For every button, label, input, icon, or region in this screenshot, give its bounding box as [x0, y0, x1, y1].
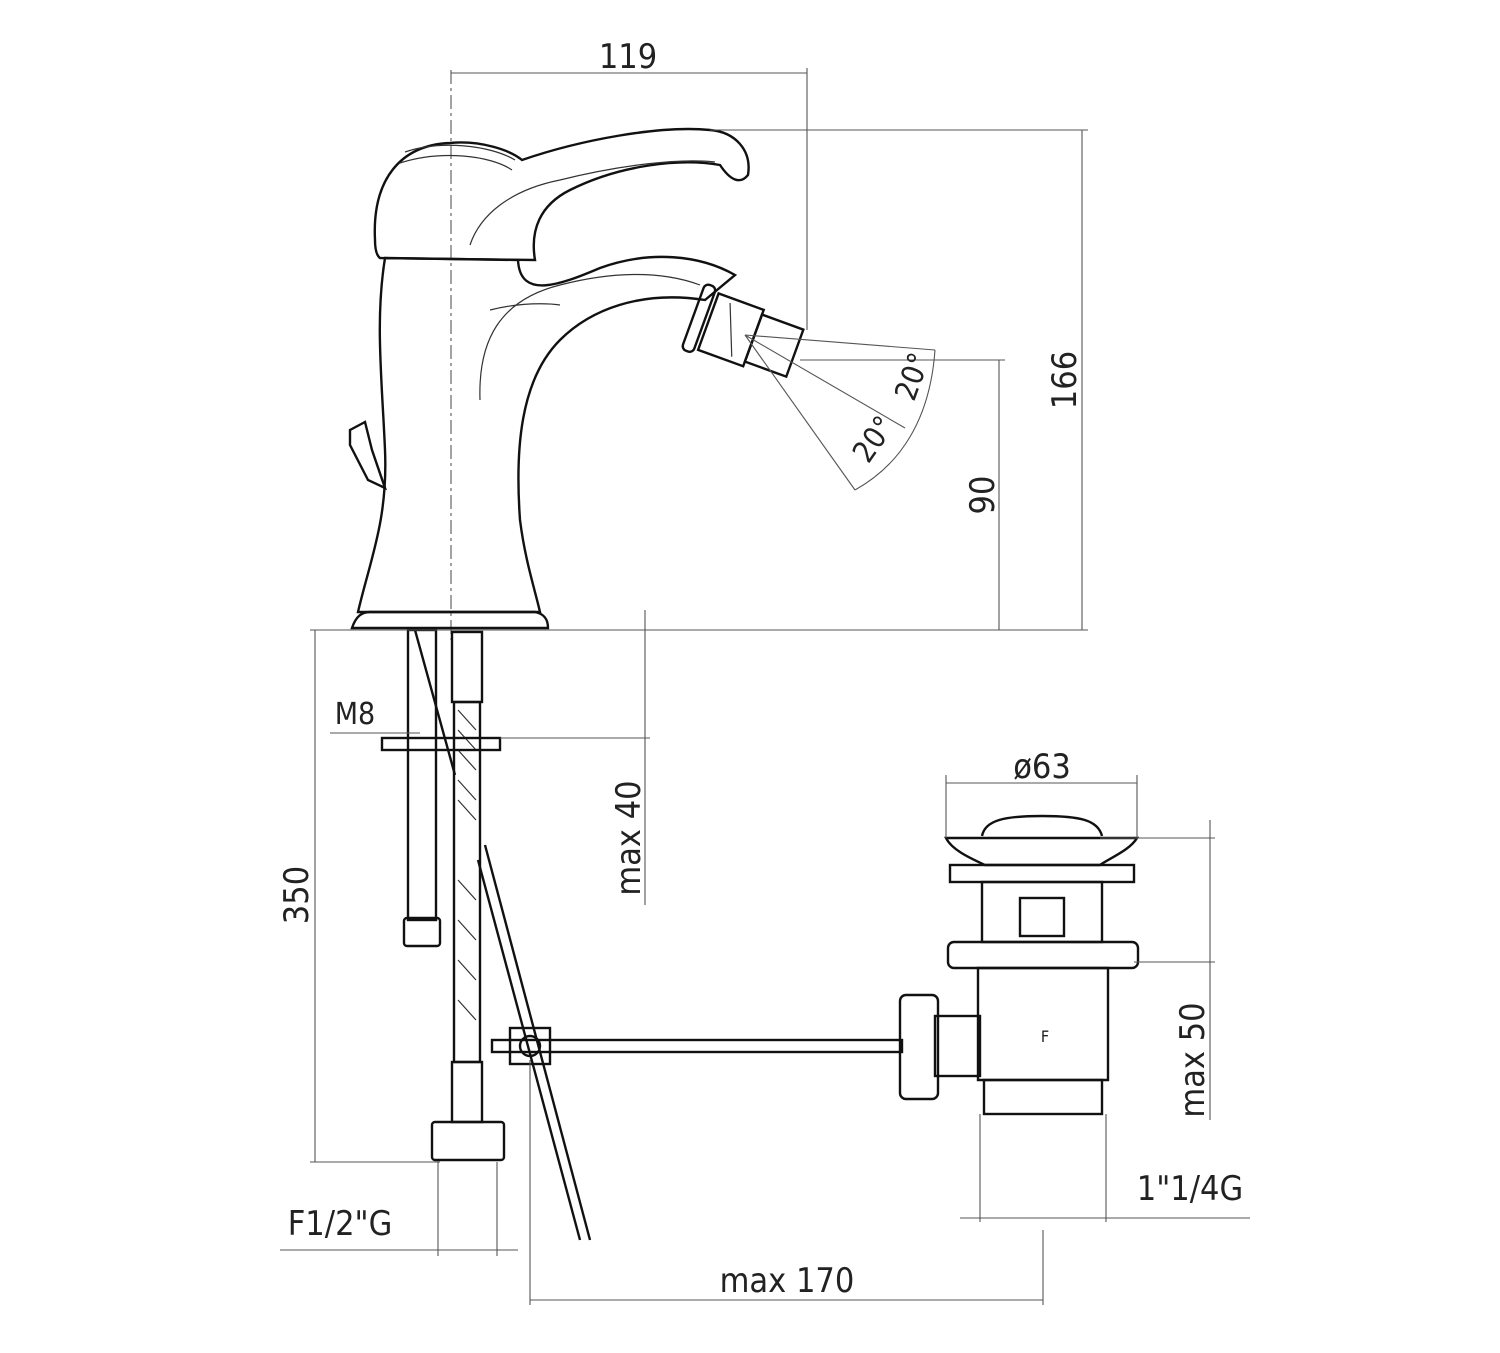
dim-rod-thread: M8: [335, 697, 375, 732]
faucet-body: [348, 127, 936, 630]
dim-waste-diameter: ø63: [1013, 747, 1071, 787]
waste-mark: F: [1041, 1027, 1049, 1046]
dim-max-deck: max 40: [609, 780, 649, 895]
dim-spout-reach: 119: [599, 37, 657, 77]
dimension-lines: [280, 68, 1250, 1305]
dim-hose-connection: F1/2"G: [288, 1204, 393, 1244]
dim-total-height: 166: [1045, 351, 1085, 409]
pop-up-waste: F: [898, 814, 1140, 1116]
dim-waste-thread: 1"1/4G: [1137, 1169, 1243, 1209]
dim-hose-length: 350: [277, 866, 317, 924]
dim-outlet-height: 90: [963, 476, 1003, 515]
dim-spray-angle-upper: 20°: [888, 348, 937, 405]
hoses-and-rods: [380, 628, 904, 1241]
dim-waste-max-height: max 50: [1173, 1002, 1213, 1117]
dim-max-rod-reach: max 170: [720, 1261, 855, 1301]
dim-spray-angle-lower: 20°: [846, 410, 902, 469]
